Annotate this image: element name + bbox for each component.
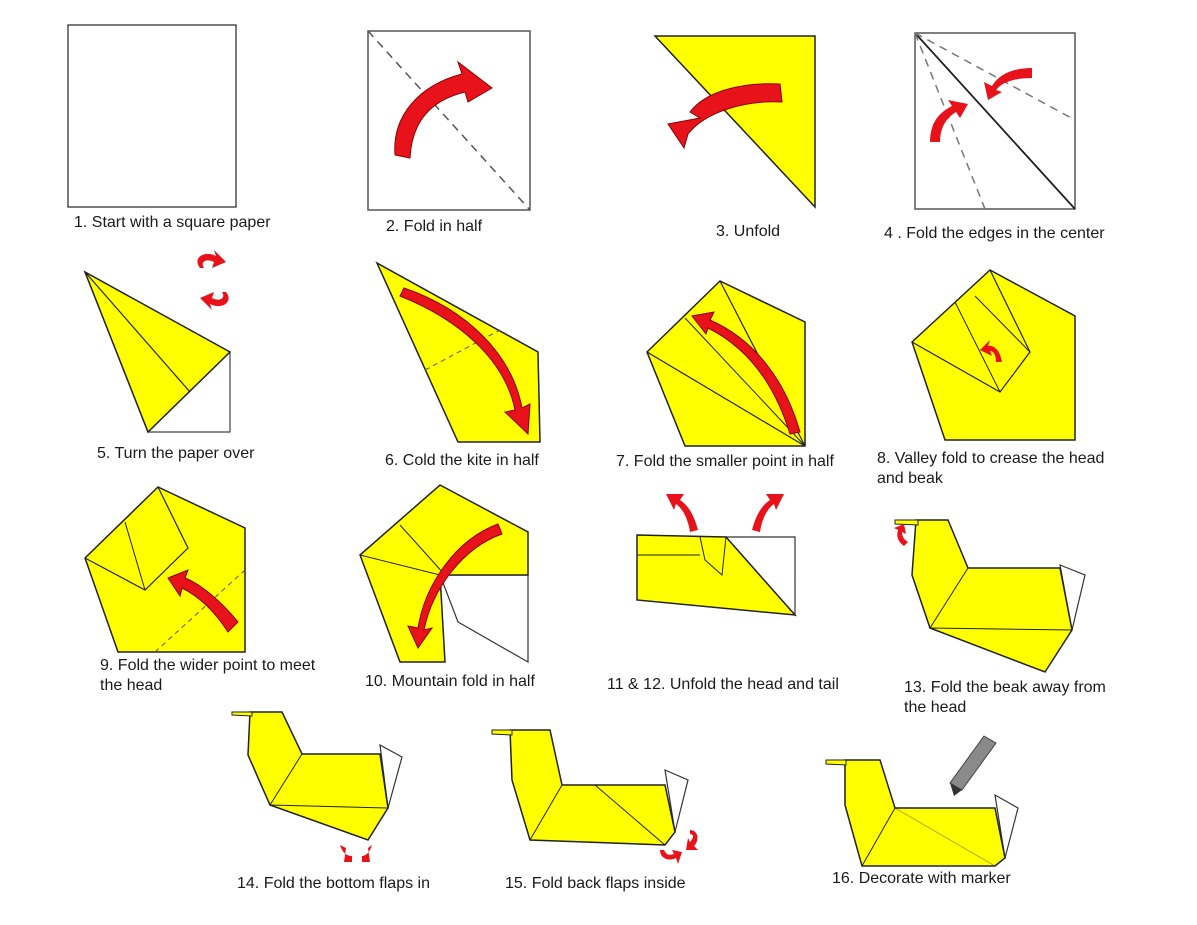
curved-fold-arrow-icon	[752, 494, 784, 532]
step-6-fold-kite-in-half	[375, 261, 541, 443]
step-4-fold-edges-center	[914, 32, 1076, 210]
curved-fold-arrow-icon	[666, 494, 698, 532]
step-10-mountain-fold-half	[359, 484, 529, 664]
curved-fold-arrow-icon	[930, 100, 968, 142]
step-caption-9: 9. Fold the wider point to meet the head	[100, 657, 316, 694]
step-1-square-paper	[67, 24, 237, 208]
curved-fold-arrow-icon	[394, 60, 493, 159]
curved-fold-arrow-icon	[667, 83, 783, 150]
step-caption-7: 7. Fold the smaller point in half	[616, 453, 834, 470]
step-caption-10: 10. Mountain fold in half	[365, 673, 535, 690]
curved-fold-arrow-icon	[407, 523, 503, 650]
step-caption-14: 14. Fold the bottom flaps in	[237, 875, 430, 892]
step-14-fold-bottom-flaps	[231, 711, 403, 862]
step-11-12-unfold-head-tail	[636, 494, 797, 617]
step-caption-11-12: 11 & 12. Unfold the head and tail	[607, 676, 839, 693]
curved-fold-arrow-icon	[340, 845, 352, 862]
curved-fold-arrow-icon	[686, 830, 698, 850]
step-3-unfold	[653, 35, 816, 209]
curved-fold-arrow-icon	[894, 524, 908, 546]
curved-fold-arrow-icon	[980, 340, 1002, 362]
curved-fold-arrow-icon	[984, 68, 1032, 100]
curved-fold-arrow-icon	[660, 850, 682, 864]
marker-pen-icon	[949, 735, 997, 796]
step-caption-16: 16. Decorate with marker	[832, 870, 1011, 887]
step-caption-4: 4 . Fold the edges in the center	[884, 225, 1105, 242]
curved-fold-arrow-icon	[399, 287, 531, 436]
step-caption-5: 5. Turn the paper over	[97, 445, 255, 462]
step-caption-15: 15. Fold back flaps inside	[505, 875, 686, 892]
step-caption-3: 3. Unfold	[716, 223, 781, 240]
step-caption-1: 1. Start with a square paper	[74, 214, 271, 231]
step-2-fold-in-half	[367, 30, 531, 211]
step-9-fold-wider-point	[84, 486, 246, 653]
step-caption-8: 8. Valley fold to crease the head and be…	[877, 450, 1105, 487]
step-15-fold-back-flaps	[491, 729, 698, 864]
step-caption-2: 2. Fold in half	[386, 218, 483, 235]
curved-fold-arrow-icon	[167, 569, 239, 633]
step-7-fold-smaller-point	[646, 280, 806, 447]
step-caption-13: 13. Fold the beak away from the head	[904, 679, 1106, 716]
curved-fold-arrow-icon	[362, 845, 372, 862]
step-caption-6: 6. Cold the kite in half	[385, 452, 539, 469]
turn-over-arrows-icon	[197, 250, 229, 310]
step-5-turn-paper-over	[83, 250, 232, 434]
step-8-valley-fold-head	[911, 269, 1076, 441]
curved-fold-arrow-icon	[691, 311, 801, 435]
step-16-decorate-marker	[825, 735, 1019, 867]
step-13-fold-beak-away	[894, 519, 1086, 673]
